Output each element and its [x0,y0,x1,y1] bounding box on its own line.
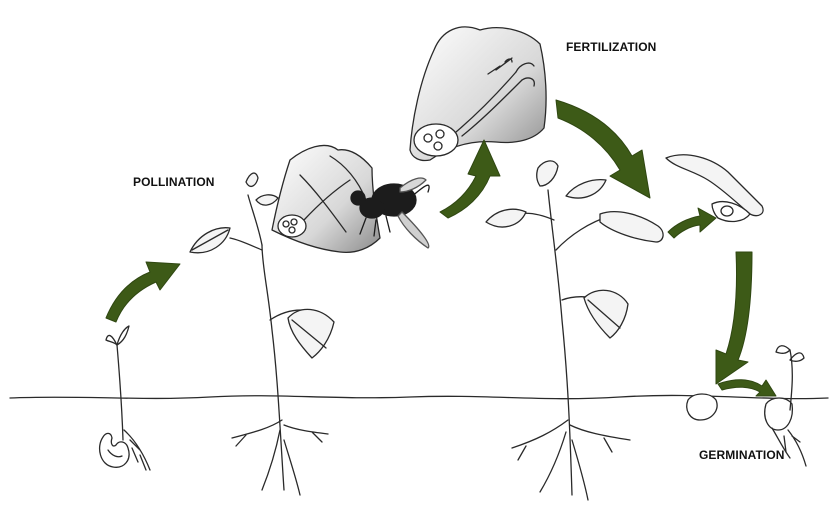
germination-label: GERMINATION [699,448,785,462]
leaf [566,180,606,198]
leaf [288,309,334,358]
curved-arrow-icon [716,252,752,384]
leaf [537,161,558,186]
bean-seed-icon [100,433,129,467]
leaf [256,195,278,205]
curved-arrow-icon [718,380,776,396]
pollination-label: POLLINATION [133,175,215,189]
mature-plant [486,161,663,500]
seed-pod-icon [600,212,663,242]
leaf [246,173,258,186]
leaf [584,290,628,338]
leaf [486,209,526,227]
curved-arrow-icon [668,208,716,238]
bean-seed-icon [687,394,717,420]
curved-arrow-icon [106,262,180,322]
fertilization-flower [410,27,546,161]
open-seed-pod [666,155,763,222]
fertilization-label: FERTILIZATION [566,40,656,54]
